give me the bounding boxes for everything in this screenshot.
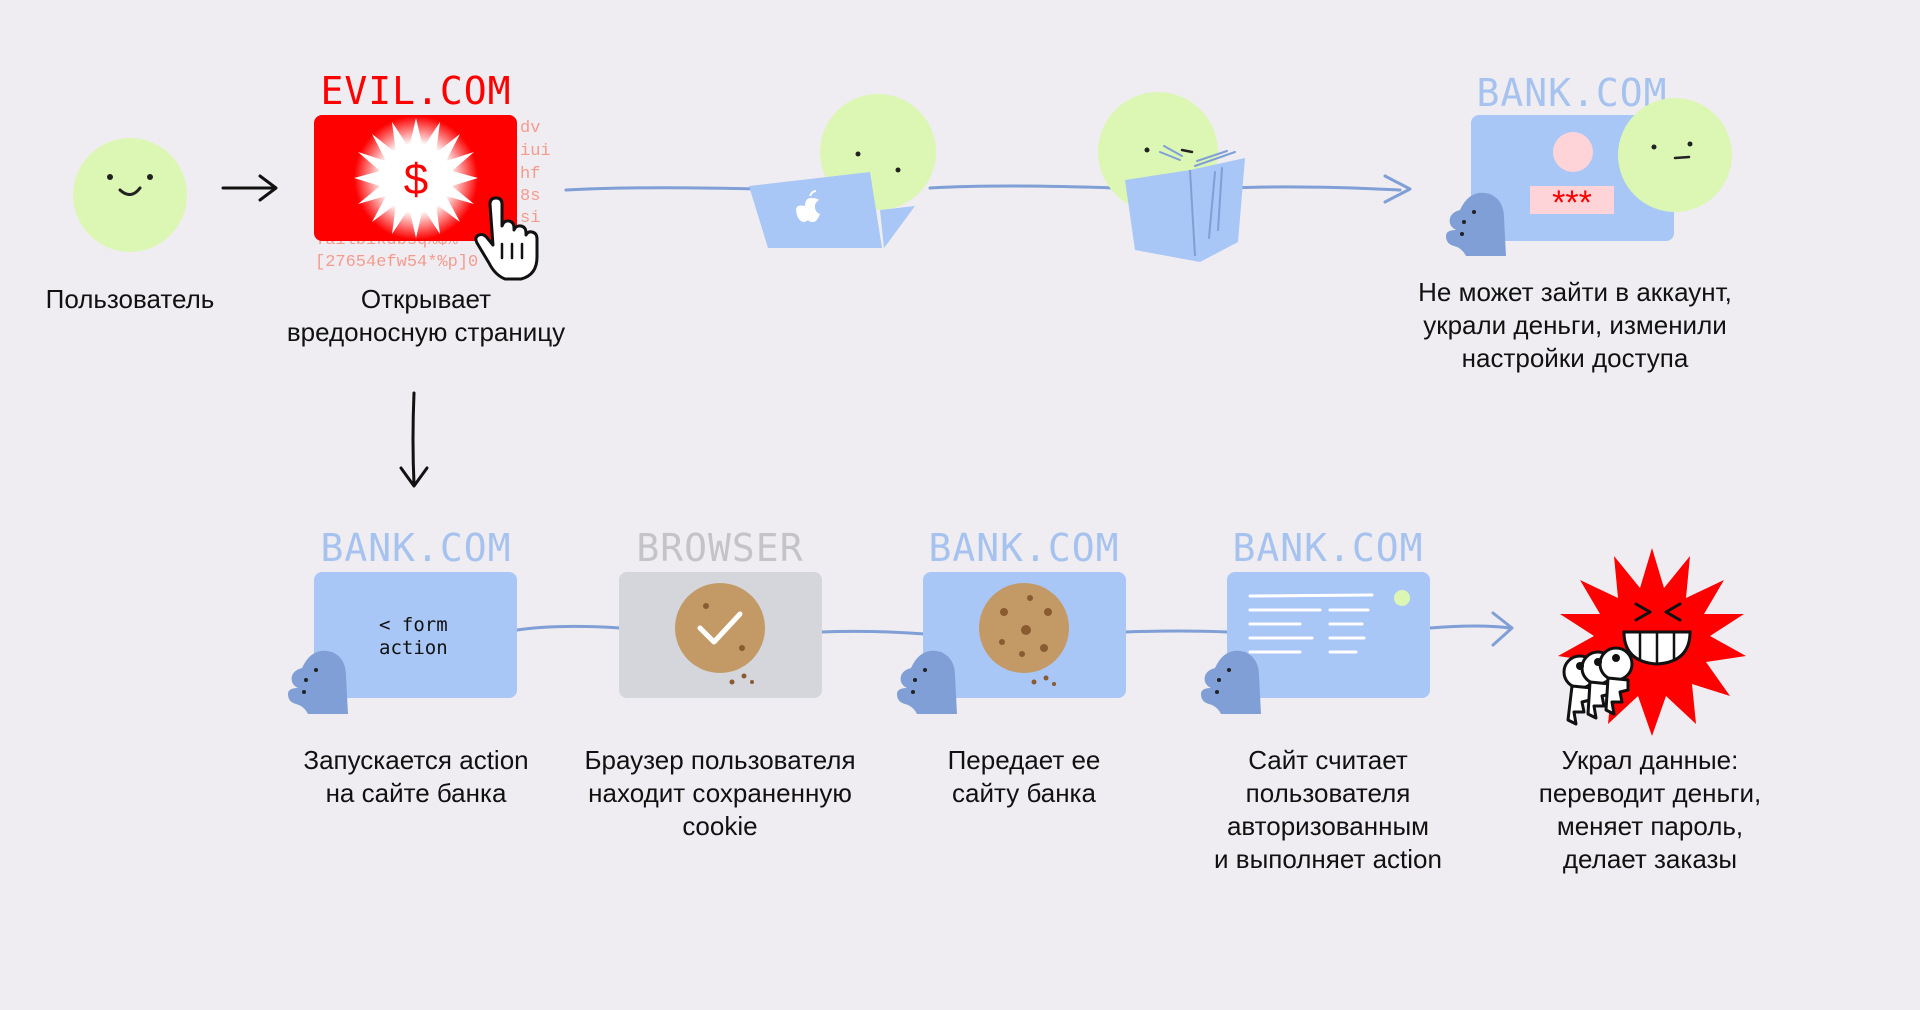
attacker-hand-icon (1446, 192, 1506, 256)
junk-line: hf (520, 165, 540, 184)
step2-caption: Браузер пользователя находит сохраненную… (584, 745, 856, 841)
junk-line: 8s (520, 187, 540, 206)
attacker-hand-icon (1201, 650, 1261, 714)
step1-caption-wrap: Запускается action на сайте банка (303, 745, 529, 808)
step2-caption-wrap: Браузер пользователя находит сохраненную… (584, 745, 856, 841)
dollar-sign: $ (404, 155, 428, 204)
cookie-icon (979, 583, 1069, 686)
step1-caption: Запускается action на сайте банка (303, 745, 529, 808)
evil-site-label: EVIL.COM (320, 69, 511, 113)
step3-bank-label: BANK.COM (928, 526, 1119, 570)
step4-bank-page (1227, 572, 1430, 698)
result-caption-wrap: Не может зайти в аккаунт, украли деньги,… (1418, 277, 1732, 373)
step4-caption: Сайт считает пользователя авторизованным… (1214, 745, 1442, 874)
arrow-right-icon (221, 174, 278, 202)
user-laptop-icon (749, 94, 936, 248)
evil-page-caption: Открывает вредоносную страницу (286, 284, 566, 347)
step3-caption-wrap: Передает ее сайту банка (947, 745, 1101, 808)
junk-line: dv (520, 119, 540, 138)
attacker-hand-icon (288, 650, 348, 714)
step1-bank-label: BANK.COM (320, 526, 511, 570)
user-face-icon (73, 138, 187, 252)
final-caption: Украл данные: переводит деньги, меняет п… (1538, 745, 1762, 874)
evil-caption-wrap: Открывает вредоносную страницу (286, 284, 566, 347)
user-reading-icon (1098, 92, 1245, 262)
cookie-check-icon (675, 583, 765, 685)
hand-cursor-icon (474, 196, 539, 281)
form-code-line: < form (379, 614, 448, 636)
step3-caption: Передает ее сайту банка (947, 745, 1101, 808)
evil-page: $ (314, 115, 517, 241)
step2-browser-label: BROWSER (636, 526, 803, 570)
result-caption: Не может зайти в аккаунт, украли деньги,… (1418, 277, 1732, 373)
user-caption-wrap: Пользователь (45, 284, 215, 314)
attacker-hand-icon (897, 650, 957, 714)
bank-label-top: BANK.COM (1476, 71, 1667, 115)
connector-line (564, 174, 1412, 204)
junk-line: si (520, 209, 540, 228)
junk-line: iui (520, 142, 551, 161)
junk-line: [27654efw54*%p]0 (315, 253, 478, 272)
connector-line-bottom (515, 611, 1514, 647)
final-caption-wrap: Украл данные: переводит деньги, меняет п… (1538, 745, 1762, 874)
bank-page-top: *** (1471, 98, 1732, 241)
arrow-down-icon (399, 391, 429, 488)
step1-form-page: < form action (314, 572, 517, 698)
villain-burst-icon (1558, 548, 1746, 736)
step4-bank-label: BANK.COM (1232, 526, 1423, 570)
keys-icon (1562, 646, 1634, 726)
form-code-line: action (379, 637, 448, 659)
step4-caption-wrap: Сайт считает пользователя авторизованным… (1214, 745, 1442, 874)
password-mask: *** (1552, 184, 1592, 222)
user-caption: Пользователь (45, 284, 215, 314)
